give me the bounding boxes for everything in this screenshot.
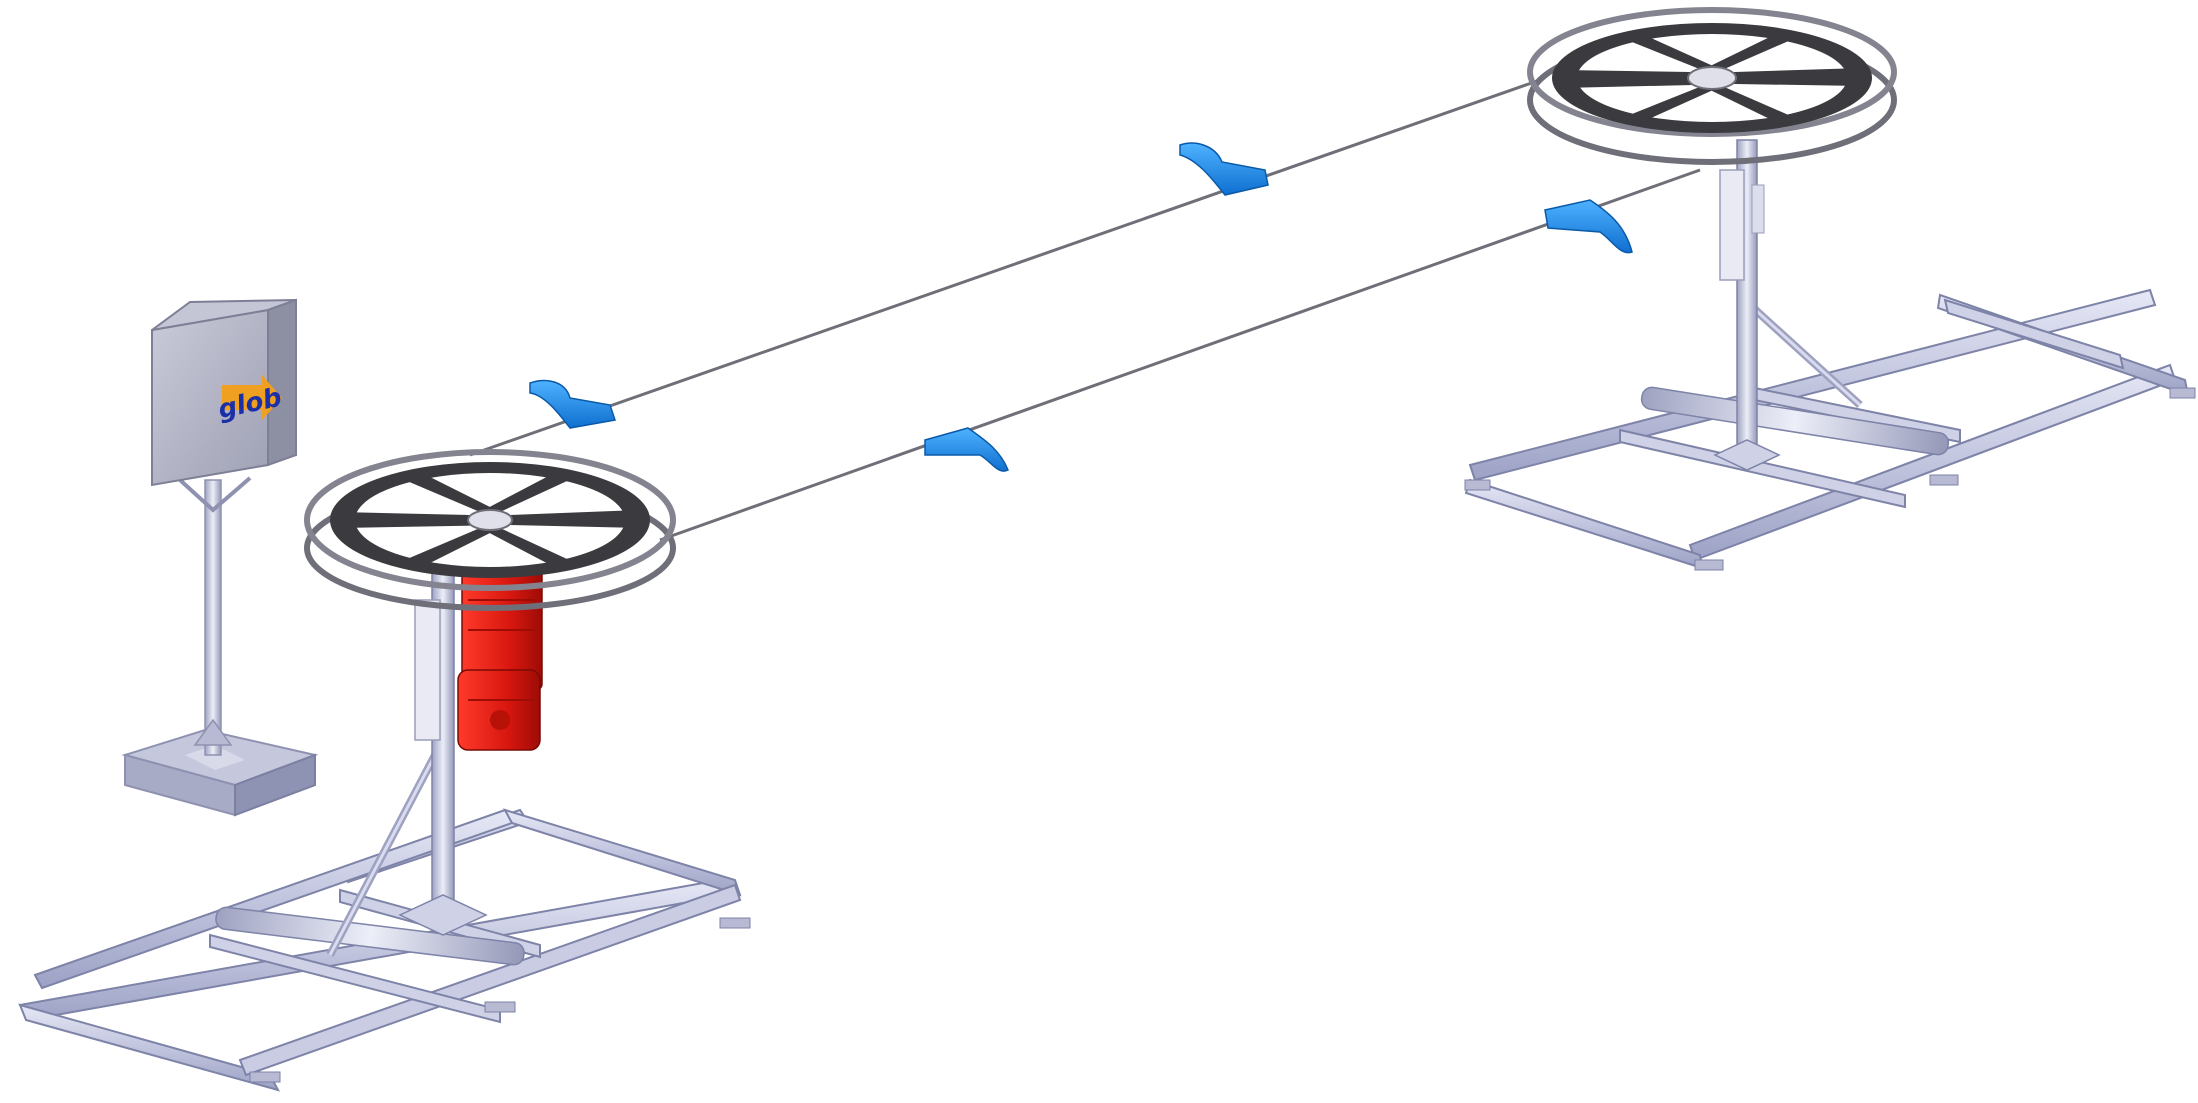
cable-upper-strand <box>469 78 1541 457</box>
return-wheel-outer-ring <box>1527 7 1897 137</box>
drive-wheel <box>304 449 676 611</box>
cable-carriers <box>529 142 1633 472</box>
frame-foot <box>719 917 751 929</box>
frame-tube <box>215 906 525 966</box>
rail-front <box>238 883 742 1077</box>
frame-foot <box>2169 387 2196 399</box>
cabinet-base <box>121 728 319 817</box>
rail-back <box>1943 298 2125 370</box>
rail-side-right <box>502 808 742 897</box>
frame-foot <box>1694 559 1724 571</box>
drive-wheel-hub <box>467 509 513 531</box>
rail-back-long <box>1468 288 2157 482</box>
cabinet-side <box>267 298 297 467</box>
drive-wheel-spokes <box>340 470 640 570</box>
return-wheel-hub <box>1687 66 1737 90</box>
frame-foot <box>1929 474 1959 486</box>
glob-logo: glob <box>216 375 284 425</box>
rail-side-left <box>18 1003 280 1092</box>
cross-member-1 <box>1619 428 1906 509</box>
drive-wheel-outer-ring <box>304 449 676 591</box>
frame-foot <box>484 1001 516 1013</box>
base-frame-left <box>18 753 751 1092</box>
base-frame-right <box>1464 288 2196 571</box>
cable-loop <box>469 78 1701 542</box>
control-cabinet: glob <box>121 298 319 817</box>
cross-member-1 <box>209 933 501 1024</box>
frame-tube <box>1640 386 1950 456</box>
cabinet-post <box>204 479 222 756</box>
cable-carrier-icon <box>529 379 616 429</box>
logo-arrow-icon <box>222 375 282 420</box>
drive-motor <box>457 549 543 751</box>
cable-lower-strand <box>659 168 1701 542</box>
drive-wheel-assembly <box>304 449 676 936</box>
frame-foot <box>1464 479 1491 491</box>
cable-carrier-icon <box>1544 199 1633 254</box>
rail-side-left <box>1464 478 1704 570</box>
frame-foot <box>249 1071 281 1083</box>
return-wheel <box>1527 7 1897 165</box>
return-wheel-assembly <box>1527 7 1897 471</box>
cable-carrier-icon <box>924 427 1009 472</box>
cable-carrier-icon <box>1179 142 1269 196</box>
